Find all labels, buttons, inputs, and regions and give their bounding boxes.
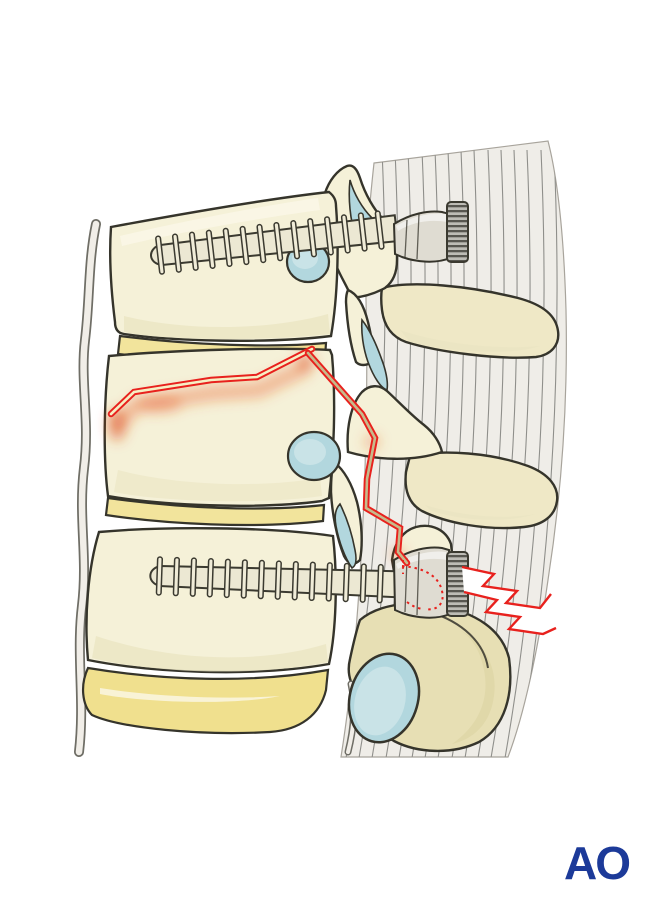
middle-vertebra-posterior bbox=[329, 385, 559, 565]
facet-joint-upper-middle bbox=[360, 317, 389, 392]
knurled-cap-upper bbox=[446, 201, 469, 263]
spinous-process-middle bbox=[404, 451, 559, 530]
ligament-rupture-zigzag bbox=[461, 565, 557, 636]
pedicle-screw-upper bbox=[150, 201, 469, 275]
disc-middle bbox=[104, 496, 326, 527]
facet-oval-middle-body bbox=[286, 430, 342, 482]
screw-threads-upper bbox=[150, 210, 399, 275]
screw-threads-lower bbox=[149, 556, 399, 604]
anterior-ligament-strip bbox=[74, 219, 101, 757]
ao-logo-text: AO bbox=[564, 837, 629, 889]
lower-vertebral-body bbox=[85, 527, 337, 674]
fracture-line-vertebral-body bbox=[107, 345, 316, 418]
upper-vertebra-posterior bbox=[323, 164, 560, 367]
facet-joint-middle-lower bbox=[334, 502, 357, 570]
fracture-line-posterior bbox=[304, 349, 411, 567]
facet-oval-lower bbox=[347, 652, 421, 744]
fragment-outline-dotted bbox=[401, 560, 444, 611]
